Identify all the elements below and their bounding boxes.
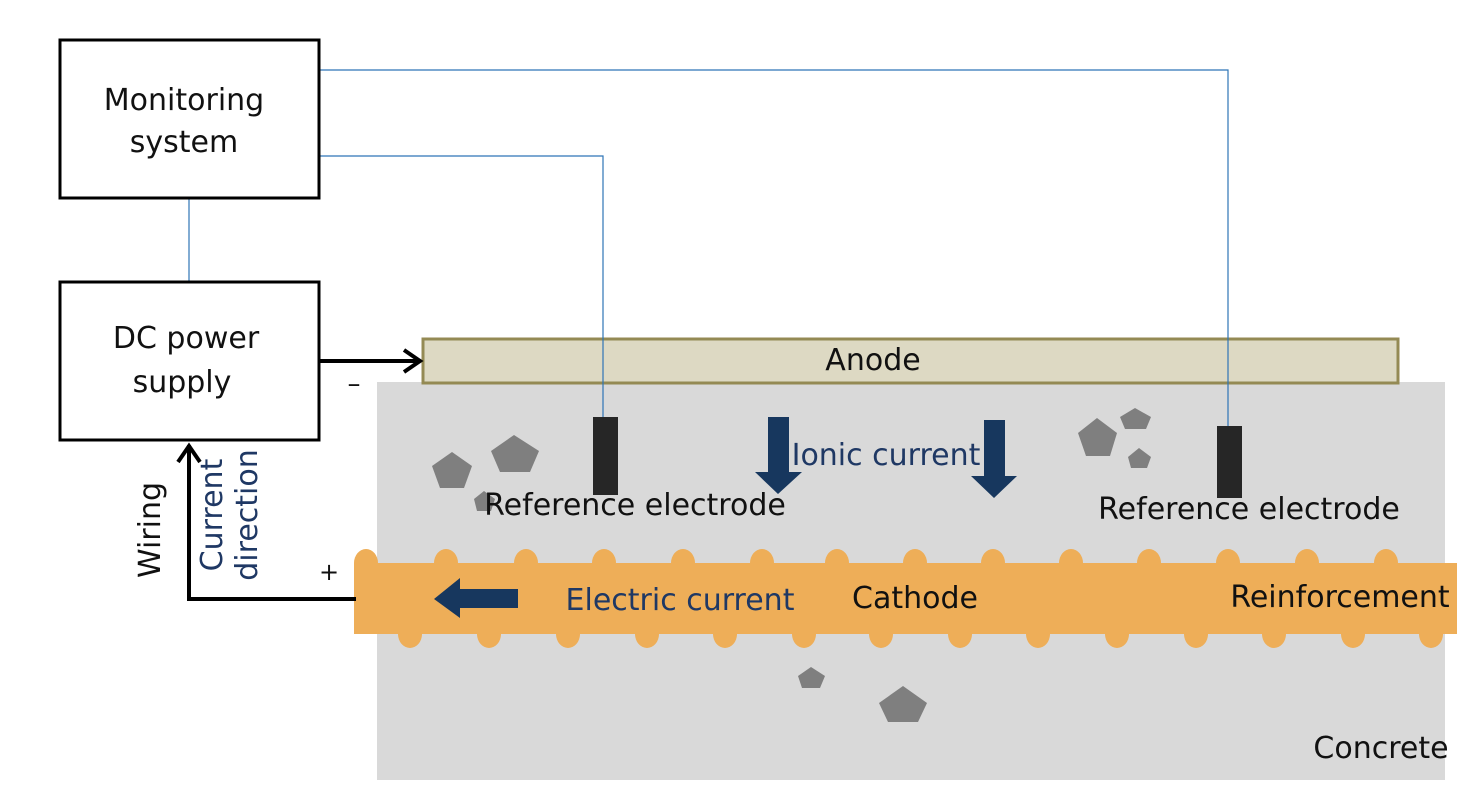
dc-power-supply-box xyxy=(58,280,321,442)
dc-power-supply-label-line2: supply xyxy=(133,365,232,400)
wire-rebar-to-dc xyxy=(187,445,356,601)
arrowhead-to-dc xyxy=(176,442,202,464)
ionic-current-down-arrow-left xyxy=(755,417,802,494)
aggregate-icon xyxy=(432,452,472,488)
dc-power-supply-label-line1: DC power xyxy=(113,321,260,356)
power-wiring xyxy=(176,348,424,601)
current-direction-label-line1: Current xyxy=(195,458,230,571)
reinforcement-bar xyxy=(354,549,1457,648)
aggregate-icon xyxy=(1078,418,1117,456)
reference-electrode-left-label: Reference electrode xyxy=(484,488,786,523)
ionic-current-down-arrow-right xyxy=(971,420,1017,498)
plus-terminal-label: + xyxy=(319,558,339,586)
aggregates xyxy=(432,408,1151,722)
current-direction-label-line2: direction xyxy=(230,449,265,580)
monitoring-system-label-line2: system xyxy=(130,125,238,160)
aggregate-icon xyxy=(474,491,495,511)
wire-monitor-to-right-electrode xyxy=(320,69,1229,428)
wiring-label: Wiring xyxy=(133,482,168,578)
aggregate-icon xyxy=(1120,408,1151,429)
anode-label: Anode xyxy=(825,343,920,378)
minus-terminal-label: – xyxy=(348,369,361,399)
rebar-ribs-bottom xyxy=(398,620,1443,648)
reference-electrode-right-label: Reference electrode xyxy=(1098,492,1400,527)
arrowhead-to-anode xyxy=(402,348,424,374)
ionic-current-label: Ionic current xyxy=(792,438,981,473)
wire-monitor-to-left-electrode xyxy=(320,155,604,418)
signal-wires xyxy=(188,69,1229,428)
monitoring-system-box xyxy=(58,38,321,200)
reference-electrode-right xyxy=(1217,426,1242,498)
reference-electrode-left xyxy=(593,417,618,495)
aggregate-icon xyxy=(879,686,927,722)
anode-bar xyxy=(421,337,1400,385)
aggregate-icon xyxy=(1128,448,1151,468)
cathode-label: Cathode xyxy=(852,581,978,616)
concrete-label: Concrete xyxy=(1313,731,1448,766)
electric-current-left-arrow xyxy=(434,578,518,618)
aggregate-icon xyxy=(491,435,539,472)
monitoring-system-label-line1: Monitoring xyxy=(104,83,264,118)
electric-current-label: Electric current xyxy=(566,583,795,618)
rebar-ribs-top xyxy=(354,549,1398,577)
aggregate-icon xyxy=(798,667,825,688)
reinforcement-label: Reinforcement xyxy=(1230,580,1450,615)
